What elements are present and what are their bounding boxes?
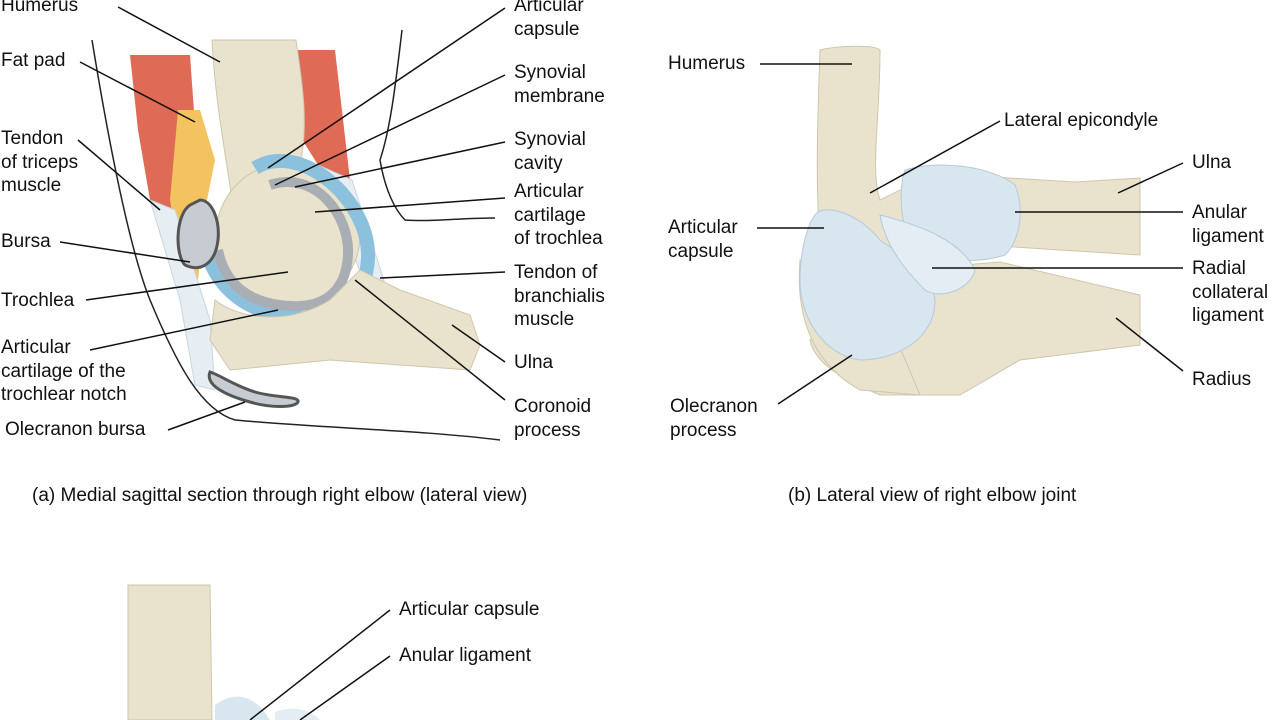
label-olecranon-process: Olecranon process — [670, 396, 758, 441]
label-tendon-brachialis: Tendon of branchialis muscle — [514, 262, 605, 330]
label-articular-capsule-c: Articular capsule — [399, 599, 540, 620]
bursa-shape — [176, 198, 220, 270]
label-humerus-a: Humerus — [1, 0, 79, 16]
label-ulna-a: Ulna — [514, 352, 554, 373]
skin-outline-posterior — [91, 39, 501, 441]
label-articular-capsule-a: Articular capsule — [514, 0, 584, 40]
panel-a-drawing — [59, 6, 506, 441]
articular-capsule-lateral — [799, 209, 936, 361]
label-anular-ligament-b: Anular ligament — [1192, 202, 1264, 247]
label-articular-capsule-b: Articular capsule — [668, 217, 738, 262]
humerus-panel-c — [127, 584, 213, 720]
panel-c-leaders — [249, 609, 391, 720]
label-coronoid-process: Coronoid process — [514, 396, 592, 441]
label-anular-ligament-c: Anular ligament — [399, 645, 532, 666]
radial-collateral-ligament — [879, 214, 976, 295]
label-ulna-b: Ulna — [1192, 152, 1232, 173]
ulna-bone — [209, 269, 481, 371]
label-bursa: Bursa — [1, 231, 51, 252]
panel-b-leaders — [757, 63, 1184, 405]
label-tendon-triceps: Tendon of triceps muscle — [1, 128, 79, 196]
label-radial-collateral-ligament: Radial collateral ligament — [1192, 258, 1269, 326]
olecranon-bursa-shape — [207, 370, 300, 408]
triceps-tendon — [149, 199, 216, 391]
label-cartilage-notch: Articular cartilage of the trochlear not… — [1, 337, 127, 405]
panel-c-drawing — [127, 584, 391, 720]
skin-outline-anterior — [379, 29, 496, 222]
trochlea-cartilage — [213, 177, 354, 312]
label-synovial-cavity: Synovial cavity — [514, 129, 586, 174]
label-humerus-b: Humerus — [668, 53, 746, 74]
label-radius: Radius — [1192, 369, 1252, 390]
panel-b-drawing — [757, 45, 1184, 405]
panel-a-leaders — [59, 6, 506, 431]
label-lateral-epicondyle: Lateral epicondyle — [1004, 110, 1159, 131]
anular-panel-c — [275, 708, 320, 720]
label-trochlea: Trochlea — [1, 290, 75, 311]
label-fat-pad: Fat pad — [1, 50, 66, 71]
caption-panel-a: (a) Medial sagittal section through righ… — [32, 485, 528, 506]
label-olecranon-bursa: Olecranon bursa — [5, 419, 146, 440]
label-synovial-membrane: Synovial membrane — [514, 62, 605, 107]
label-cartilage-trochlea: Articular cartilage of trochlea — [514, 181, 603, 249]
caption-panel-b: (b) Lateral view of right elbow joint — [788, 485, 1077, 506]
capsule-panel-c — [215, 696, 270, 720]
